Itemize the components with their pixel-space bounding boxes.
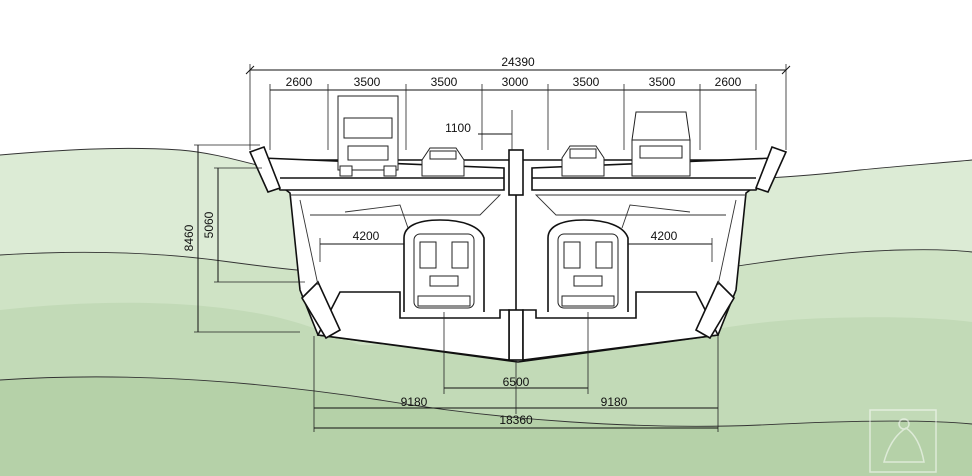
train-bogie xyxy=(561,295,615,307)
label-lane-5: 3500 xyxy=(573,75,600,89)
truck-wheel-right xyxy=(383,165,397,177)
label-overall-width: 24390 xyxy=(501,55,535,69)
train-lamp xyxy=(429,275,459,287)
label-lane-2: 3500 xyxy=(354,75,381,89)
inner-web-right xyxy=(717,199,737,286)
bridge-structure xyxy=(248,145,788,363)
dimension-labels: 24390 2600 3500 3500 3000 3500 3500 2600… xyxy=(182,55,742,427)
label-tunnel-spacing: 6500 xyxy=(503,375,530,389)
train-window-left xyxy=(563,241,581,269)
label-tunnel-right: 4200 xyxy=(651,229,678,243)
tick xyxy=(781,65,791,75)
metro-train-right xyxy=(547,219,629,312)
military-truck-icon xyxy=(631,111,691,177)
median-pier-bottom xyxy=(508,309,524,361)
label-lane-1: 2600 xyxy=(286,75,313,89)
inner-slab-right xyxy=(534,194,746,216)
truck-windshield xyxy=(343,117,393,139)
dimension-lines xyxy=(194,64,791,432)
car-icon xyxy=(421,147,465,177)
label-deck-height: 5060 xyxy=(202,211,216,238)
terrain-layer-bottom xyxy=(0,376,972,476)
left-parapet xyxy=(248,145,282,193)
train-lamp xyxy=(573,275,603,287)
left-lower-wall xyxy=(300,280,342,340)
train-bogie xyxy=(417,295,471,307)
inner-web-left xyxy=(299,199,319,286)
right-lower-wall xyxy=(694,280,736,340)
label-bottom-width: 18360 xyxy=(499,413,533,427)
right-parapet xyxy=(754,145,788,193)
truck-canvas xyxy=(631,111,691,141)
inner-slab-left xyxy=(290,194,502,216)
terrain-contour-3 xyxy=(0,251,321,273)
emblem-head xyxy=(898,418,910,430)
truck-grille xyxy=(347,145,389,161)
truck-icon xyxy=(337,95,399,177)
track-deck-left xyxy=(316,291,510,361)
median-pier-top xyxy=(508,149,524,196)
car-icon xyxy=(561,145,605,177)
label-total-height: 8460 xyxy=(182,224,196,251)
label-lane-6: 3500 xyxy=(649,75,676,89)
emblem-frame xyxy=(869,409,937,473)
suv-windshield xyxy=(569,148,597,159)
label-half-right: 9180 xyxy=(601,395,628,409)
metro-train-left xyxy=(403,219,485,312)
truck-front-window xyxy=(639,145,683,159)
label-lane-3: 3500 xyxy=(431,75,458,89)
terrain-contour-4 xyxy=(699,249,972,273)
car-windshield xyxy=(429,150,457,160)
train-window-right xyxy=(595,241,613,269)
label-median-gap: 1100 xyxy=(445,121,471,135)
label-lane-7: 2600 xyxy=(715,75,742,89)
road-vehicles xyxy=(337,95,691,177)
train-window-right xyxy=(451,241,469,269)
emblem-icon xyxy=(869,409,937,473)
terrain-contour-5 xyxy=(0,376,972,427)
haunch-right xyxy=(621,204,691,229)
label-lane-4: 3000 xyxy=(502,75,529,89)
label-half-left: 9180 xyxy=(401,395,428,409)
train-window-left xyxy=(419,241,437,269)
haunch-left xyxy=(344,204,409,229)
track-deck-right xyxy=(522,291,720,361)
label-tunnel-left: 4200 xyxy=(353,229,380,243)
tick xyxy=(245,65,255,75)
truck-wheel-left xyxy=(339,165,353,177)
